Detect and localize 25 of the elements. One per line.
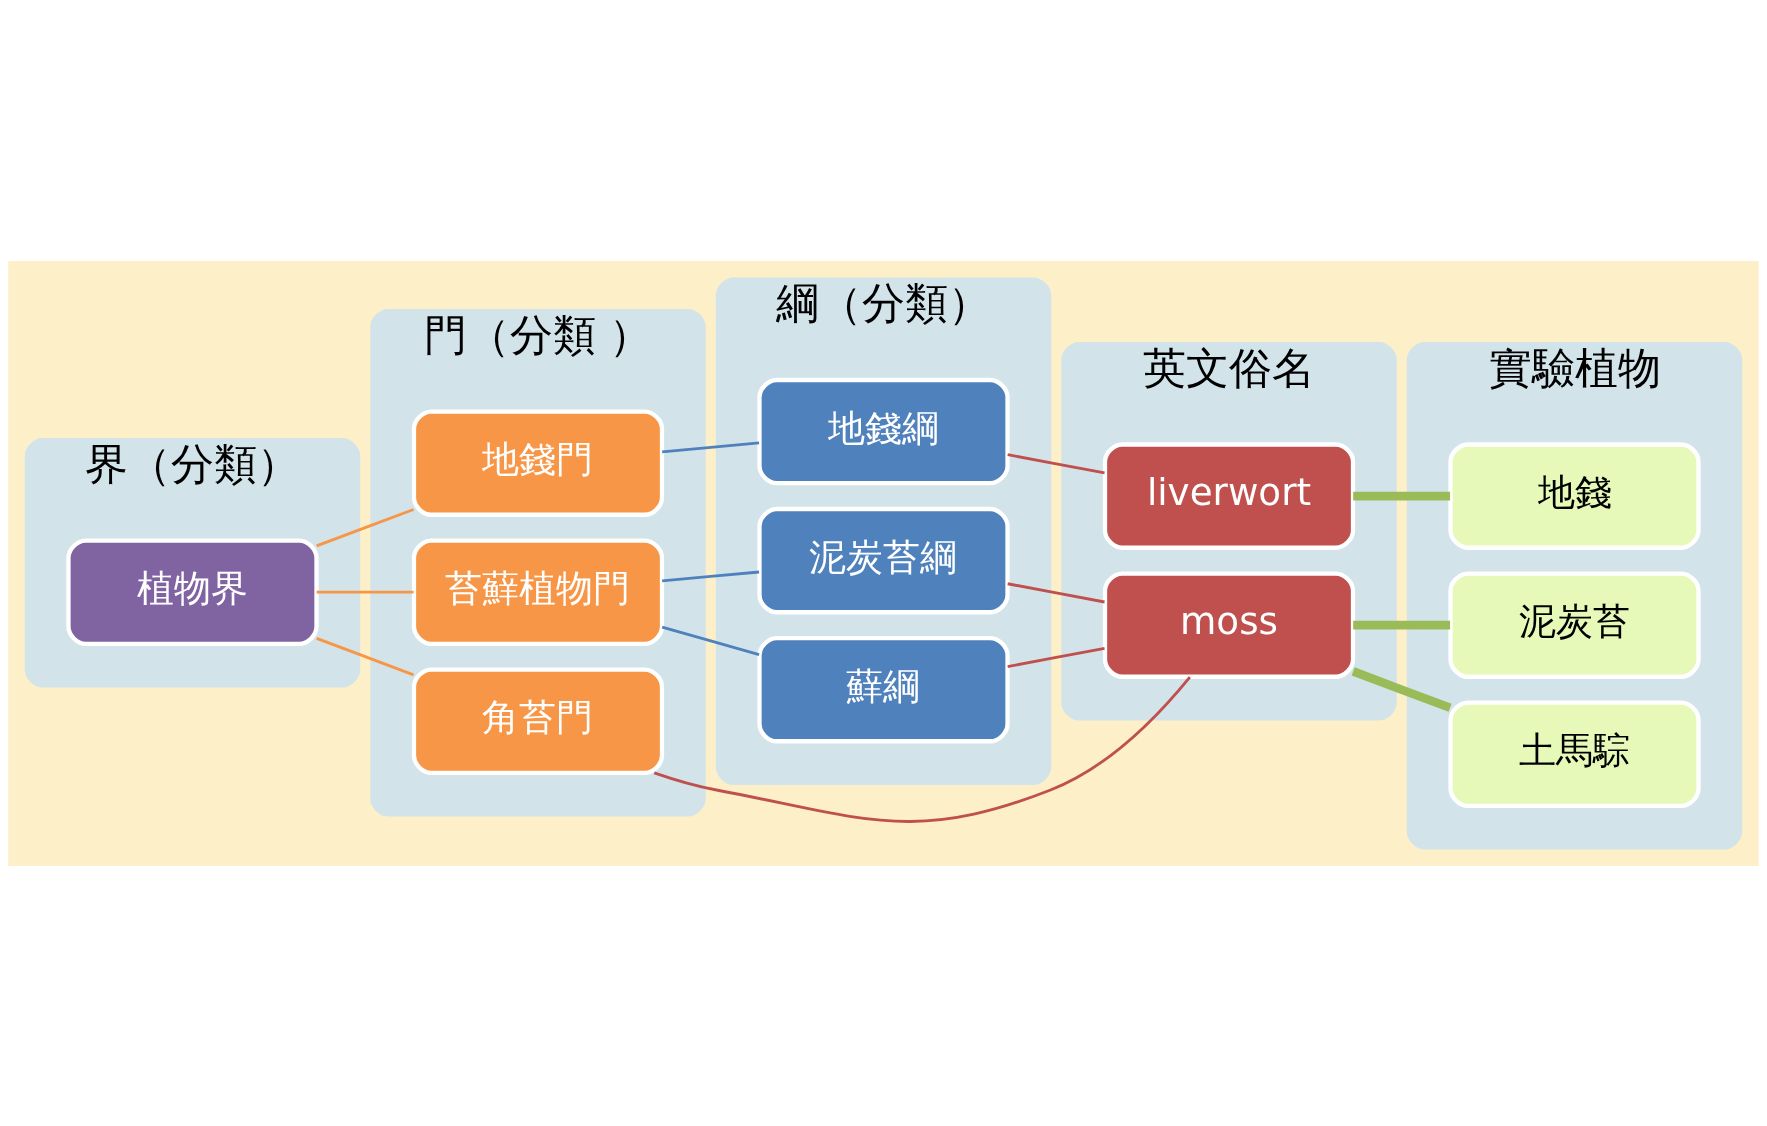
node-box: 苔蘚植物門 — [411, 537, 665, 646]
connector — [662, 441, 760, 453]
connector — [1007, 646, 1105, 668]
connector — [653, 675, 1191, 823]
connector — [316, 507, 415, 547]
connector — [316, 636, 415, 676]
node-box: liverwort — [1102, 441, 1356, 550]
node-box: 植物界 — [66, 537, 319, 646]
connector — [1351, 666, 1452, 712]
connector — [1007, 452, 1105, 474]
node-box: 地錢門 — [411, 408, 665, 517]
connector — [1353, 620, 1451, 629]
connector — [1353, 491, 1451, 500]
node-box: 泥炭苔 — [1448, 570, 1701, 679]
connector — [1007, 581, 1105, 603]
connector — [661, 625, 760, 656]
node-box: 地錢綱 — [757, 377, 1010, 485]
node-box: 地錢 — [1448, 441, 1701, 550]
connector — [316, 590, 414, 594]
connector — [662, 570, 760, 582]
node-box: 泥炭苔綱 — [757, 506, 1010, 614]
node-box: 蘚綱 — [757, 635, 1010, 743]
node-box: 土馬騌 — [1448, 699, 1701, 808]
node-box: moss — [1102, 570, 1356, 679]
node-box: 角苔門 — [411, 666, 665, 775]
